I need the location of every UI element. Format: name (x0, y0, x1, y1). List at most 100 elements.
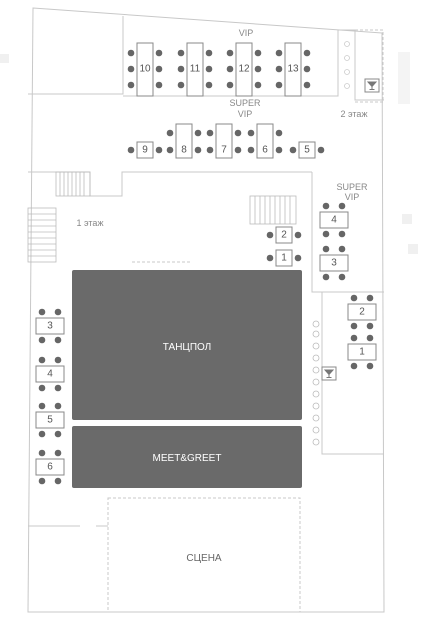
bar-icon-top[interactable] (364, 78, 380, 93)
seat (54, 336, 62, 344)
seat (54, 308, 62, 316)
vip-table-11[interactable]: 11 (177, 42, 213, 97)
right-super-vip-table-4[interactable]: 4 (319, 202, 349, 238)
bar-stool (312, 342, 320, 350)
seat (303, 81, 311, 89)
seat (38, 449, 46, 457)
seat (366, 362, 374, 370)
super-vip-table-7[interactable]: 7 (206, 123, 242, 159)
table-number: 11 (190, 64, 201, 75)
table-shape (284, 42, 302, 97)
table-shape (186, 42, 204, 97)
right-super-vip-label-line2: VIP (345, 192, 360, 202)
seat (247, 129, 255, 137)
table-shape (256, 123, 274, 159)
seat (350, 362, 358, 370)
seat (234, 129, 242, 137)
seat (166, 129, 174, 137)
seat (226, 81, 234, 89)
super-vip-table-6[interactable]: 6 (247, 123, 283, 159)
bar-stool (312, 426, 320, 434)
stage-label: СЦЕНА (186, 553, 222, 564)
table-shape (235, 42, 253, 97)
bar-stool (312, 330, 320, 338)
seat (206, 129, 214, 137)
seat (275, 146, 283, 154)
seat (155, 49, 163, 57)
table-number: 4 (47, 369, 53, 380)
seat (194, 146, 202, 154)
dancefloor-zone[interactable] (72, 270, 302, 420)
table-shape (215, 123, 233, 159)
left-table-5[interactable]: 5 (35, 402, 65, 438)
floor-1-label: 1 этаж (77, 218, 104, 228)
seat (205, 65, 213, 73)
seat (226, 49, 234, 57)
wall-floor1-top (28, 171, 312, 197)
left-table-6[interactable]: 6 (35, 449, 65, 485)
stairs-top (55, 171, 91, 197)
right-super-vip-table-3[interactable]: 3 (319, 245, 349, 281)
seat (294, 254, 302, 262)
right-table-2[interactable]: 2 (347, 294, 377, 330)
table-shape (35, 317, 65, 335)
table-number: 5 (304, 145, 310, 156)
vip-table-13[interactable]: 13 (275, 42, 311, 97)
seat (366, 294, 374, 302)
seat (38, 308, 46, 316)
table-shape (35, 458, 65, 476)
seat (54, 477, 62, 485)
seat (338, 273, 346, 281)
super-vip-table-8[interactable]: 8 (166, 123, 202, 159)
seat (206, 146, 214, 154)
table-shape (319, 254, 349, 272)
table-number: 3 (47, 321, 53, 332)
center-table-1[interactable]: 1 (266, 249, 302, 267)
bar-icon-right[interactable] (321, 366, 337, 381)
table-number: 2 (281, 230, 287, 241)
super-vip-table-5[interactable]: 5 (289, 141, 325, 159)
seat (54, 384, 62, 392)
center-table-2[interactable]: 2 (266, 226, 302, 244)
super-vip-table-9[interactable]: 9 (127, 141, 163, 159)
table-shape (347, 303, 377, 321)
seat (303, 49, 311, 57)
bar-stool (344, 41, 350, 47)
wall-right-zone (311, 172, 384, 293)
seat (338, 202, 346, 210)
seat (303, 65, 311, 73)
left-table-4[interactable]: 4 (35, 356, 65, 392)
vip-table-12[interactable]: 12 (226, 42, 262, 97)
seat (289, 146, 297, 154)
seat (254, 81, 262, 89)
table-shape (136, 42, 154, 97)
bar-stool (312, 438, 320, 446)
bar-stool (312, 402, 320, 410)
seat (38, 356, 46, 364)
left-table-3[interactable]: 3 (35, 308, 65, 344)
seat (275, 65, 283, 73)
bar-stool (312, 414, 320, 422)
wall-right-bar (321, 292, 384, 455)
right-table-1[interactable]: 1 (347, 334, 377, 370)
seat (155, 65, 163, 73)
seat (266, 254, 274, 262)
table-shape (35, 365, 65, 383)
seat (338, 230, 346, 238)
seat (38, 477, 46, 485)
table-number: 2 (359, 307, 365, 318)
seat (127, 65, 135, 73)
table-shape (136, 141, 154, 159)
seat (205, 49, 213, 57)
seat (177, 49, 185, 57)
seat (366, 322, 374, 330)
seat (275, 129, 283, 137)
table-number: 8 (181, 145, 187, 156)
table-number: 7 (221, 145, 227, 156)
meet-greet-label: MEET&GREET (153, 453, 222, 464)
meet-greet-zone[interactable] (72, 426, 302, 488)
vip-table-10[interactable]: 10 (127, 42, 163, 97)
wall-vip-left (28, 16, 124, 95)
